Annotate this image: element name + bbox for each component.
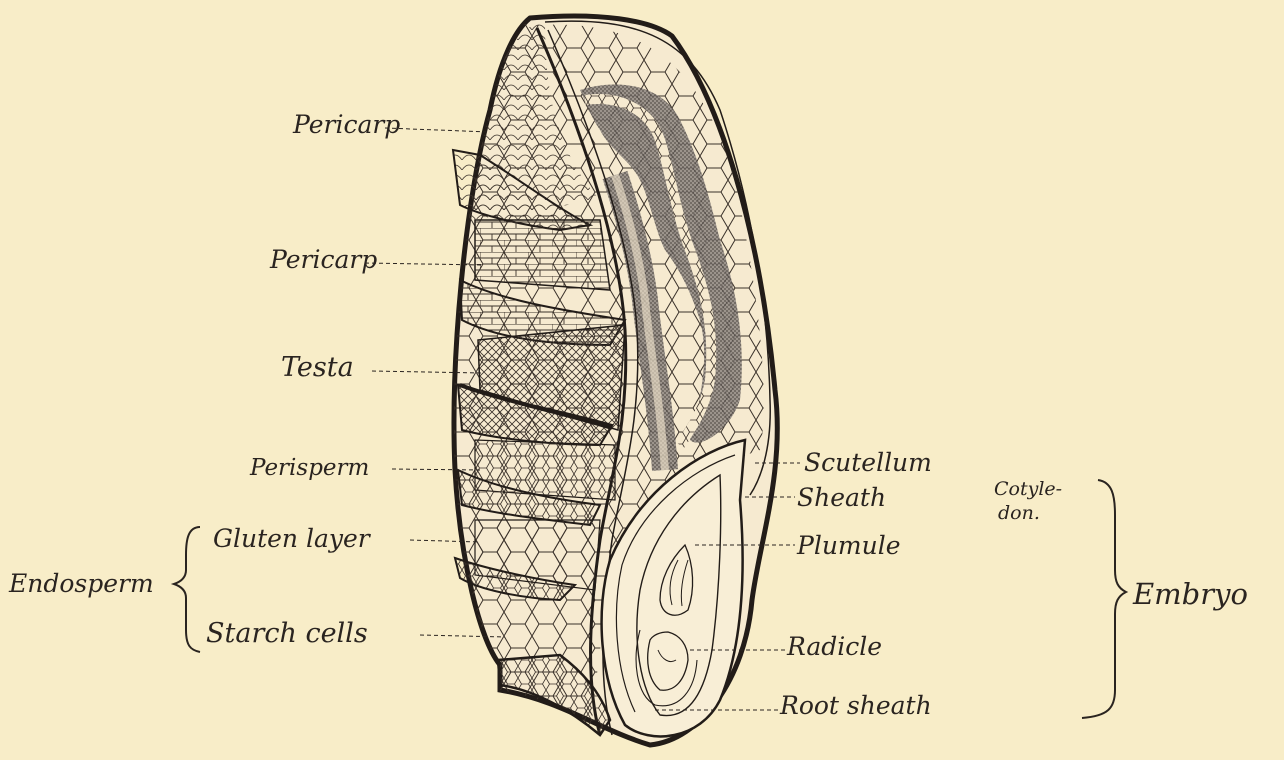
label-perisperm: Perisperm [250,457,369,480]
label-cotyledon-line2: don. [998,504,1040,523]
label-endosperm: Endosperm [9,571,154,596]
embryo-brace [1082,480,1126,718]
label-embryo: Embryo [1133,580,1248,609]
label-root-sheath: Root sheath [780,693,932,718]
leader-pericarp-1 [385,128,490,132]
label-sheath: Sheath [797,485,886,510]
label-pericarp-outer: Pericarp [293,112,400,137]
endosperm-brace [174,527,200,652]
label-plumule: Plumule [797,533,901,558]
label-radicle: Radicle [787,634,882,659]
label-gluten-layer: Gluten layer [213,526,370,551]
label-scutellum: Scutellum [804,450,932,475]
label-pericarp-inner: Pericarp [270,247,377,272]
label-starch-cells: Starch cells [206,620,368,647]
label-cotyledon-line1: Cotyle- [994,480,1062,499]
label-testa: Testa [281,354,354,381]
